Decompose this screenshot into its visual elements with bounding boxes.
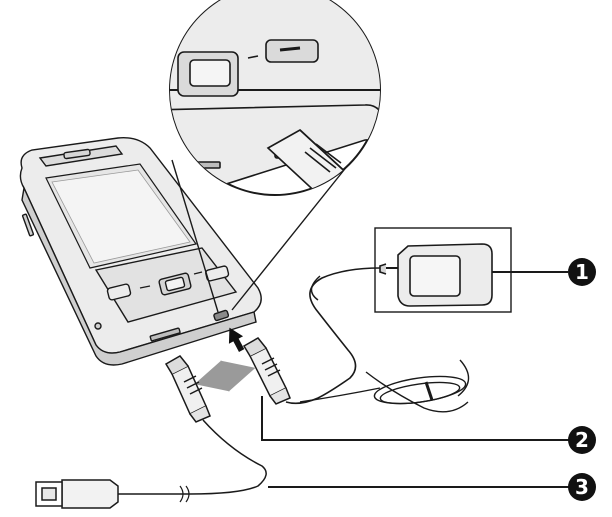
ac-adapter — [374, 227, 512, 313]
zoom-key-right — [265, 39, 319, 63]
zoom-callout — [169, 0, 381, 313]
mini-usb-charger-plug — [242, 337, 291, 405]
mini-usb-port — [213, 309, 230, 322]
callout-badge-3: 3 — [568, 473, 596, 501]
usb-sync-cable — [35, 355, 267, 509]
swap-arrow — [194, 360, 256, 392]
usb-a-connector — [61, 479, 119, 509]
leader-lines — [261, 271, 570, 488]
svg-text:1: 1 — [575, 260, 589, 284]
soft-key-left — [106, 283, 132, 301]
sync-mini-plug — [171, 364, 207, 416]
pda-device — [19, 137, 262, 366]
insert-arrow — [228, 327, 245, 353]
svg-text:3: 3 — [575, 475, 589, 499]
top-button — [63, 148, 91, 160]
callout-badge-2: 2 — [568, 426, 596, 454]
cable-coil — [299, 359, 470, 413]
svg-text:2: 2 — [575, 428, 589, 452]
bottom-slot — [149, 327, 181, 342]
callout-badge-1: 1 — [568, 258, 596, 286]
adapter-cable — [285, 267, 381, 405]
